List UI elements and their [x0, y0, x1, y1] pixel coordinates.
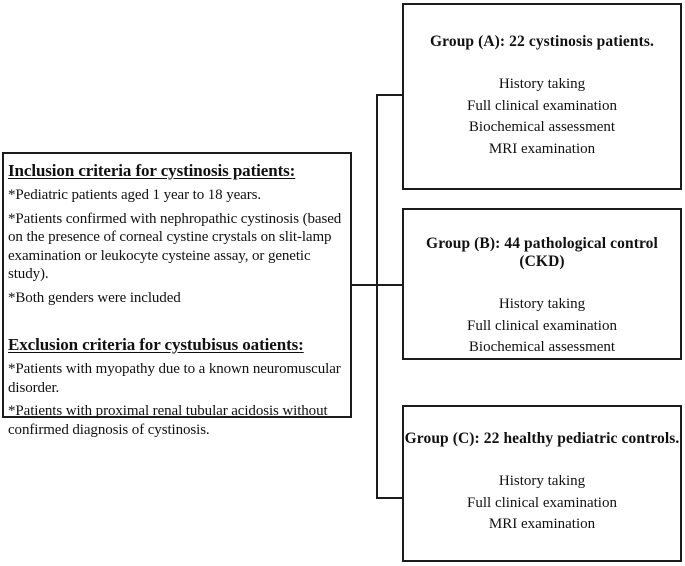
group-item: History taking	[498, 296, 586, 312]
exclusion-criteria-section: Exclusion criteria for cystubisus oatien…	[8, 334, 346, 439]
group-item: Full clinical examination	[467, 494, 617, 511]
group-item: MRI examination	[488, 516, 596, 532]
group-item: Biochemical assessment	[468, 339, 616, 355]
group-a-box: Group (A): 22 cystinosis patients. Histo…	[402, 3, 682, 190]
exclusion-criteria-item: *Patients with myopathy due to a known n…	[8, 361, 341, 396]
group-a-items: History taking Full clinical examination…	[404, 74, 680, 160]
connector-branch-criteria-box	[350, 284, 403, 286]
group-item: Biochemical assessment	[468, 119, 616, 135]
group-c-box: Group (C): 22 healthy pediatric controls…	[402, 405, 682, 562]
inclusion-criteria-item: *Patients confirmed with nephropathic cy…	[8, 210, 342, 283]
group-item: MRI examination	[488, 140, 596, 157]
connector-branch-group-a	[376, 94, 403, 96]
connector-branch-group-c	[376, 497, 403, 499]
group-b-title: Group (B): 44 pathological control (CKD)	[426, 235, 658, 270]
group-c-title: Group (C): 22 healthy pediatric controls…	[404, 430, 680, 447]
group-item: History taking	[498, 76, 586, 92]
group-c-items: History taking Full clinical examination…	[404, 471, 680, 536]
criteria-box: Inclusion criteria for cystinosis patien…	[2, 152, 352, 438]
inclusion-criteria-heading: Inclusion criteria for cystinosis patien…	[8, 161, 296, 180]
group-item: History taking	[498, 473, 586, 489]
group-item: Full clinical examination	[467, 97, 617, 114]
inclusion-criteria-item: *Both genders were included	[8, 289, 181, 306]
group-a-title: Group (A): 22 cystinosis patients.	[429, 33, 654, 50]
group-b-box: Group (B): 44 pathological control (CKD)…	[402, 208, 682, 360]
exclusion-criteria-item: *Patients with proximal renal tubular ac…	[8, 403, 328, 438]
connector-trunk-line	[376, 94, 378, 499]
inclusion-criteria-section: Inclusion criteria for cystinosis patien…	[8, 160, 346, 307]
exclusion-criteria-heading: Exclusion criteria for cystubisus oatien…	[8, 335, 304, 354]
group-b-items: History taking Full clinical examination…	[404, 294, 680, 359]
group-item: Full clinical examination	[467, 317, 617, 334]
inclusion-criteria-item: *Pediatric patients aged 1 year to 18 ye…	[8, 187, 262, 203]
